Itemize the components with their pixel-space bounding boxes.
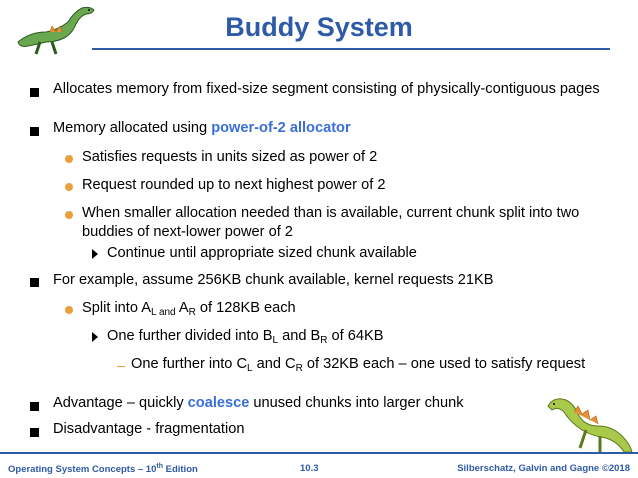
text: unused chunks into larger chunk: [249, 395, 464, 411]
text: One further into C: [131, 356, 247, 372]
text: and B: [278, 328, 321, 344]
dinosaur-logo-top: [17, 6, 95, 55]
bullet-split-a: Split into AL and AR of 128KB each: [82, 299, 602, 318]
text: A: [175, 300, 189, 316]
round-bullet-icon: [65, 211, 73, 219]
square-bullet-icon: [30, 127, 39, 136]
bullet-satisfies: Satisfies requests in units sized as pow…: [82, 149, 378, 165]
bullet-split: When smaller allocation needed than is a…: [82, 205, 580, 240]
text: of 128KB each: [195, 300, 296, 316]
text: One further divided into B: [107, 328, 273, 344]
subscript: L: [272, 335, 279, 346]
title-rule: [92, 48, 610, 50]
subscript: L: [247, 363, 253, 374]
square-bullet-icon: [30, 402, 39, 411]
bullet-rounded: Request rounded up to next highest power…: [82, 177, 386, 193]
bullet-example: For example, assume 256KB chunk availabl…: [53, 272, 494, 288]
text: and C: [252, 356, 296, 372]
text: of 64KB: [327, 328, 384, 344]
subscript: R: [295, 363, 303, 374]
text: Split into A: [82, 300, 151, 316]
square-bullet-icon: [30, 278, 39, 287]
text: of 32KB each – one used to satisfy reque…: [302, 356, 586, 372]
dash-bullet-icon: [117, 366, 125, 367]
page-number: 10.3: [300, 463, 319, 474]
bullet-memory-allocated: Memory allocated using power-of-2 alloca…: [53, 119, 613, 138]
text: Edition: [162, 464, 198, 476]
text: Advantage – quickly: [53, 395, 188, 411]
footer-rule: [0, 452, 638, 454]
text: Operating System Concepts – 10: [8, 464, 157, 476]
footer-authors: Silberschatz, Galvin and Gagne ©2018: [457, 463, 630, 474]
bullet-split-b: One further divided into BL and BR of 64…: [107, 327, 597, 346]
round-bullet-icon: [65, 306, 73, 314]
footer-book-title: Operating System Concepts – 10th Edition: [8, 463, 198, 475]
bullet-disadvantage: Disadvantage - fragmentation: [53, 421, 245, 437]
subscript: R: [188, 307, 196, 318]
highlight-coalesce: coalesce: [187, 395, 250, 411]
slide-title: Buddy System: [225, 12, 413, 42]
triangle-bullet-icon: [92, 332, 98, 342]
bullet-split-c: One further into CL and CR of 32KB each …: [131, 355, 601, 374]
bullet-text: Memory allocated using: [53, 120, 212, 136]
square-bullet-icon: [30, 428, 39, 437]
bullet-allocates: Allocates memory from fixed-size segment…: [53, 81, 600, 97]
round-bullet-icon: [65, 155, 73, 163]
triangle-bullet-icon: [92, 249, 98, 259]
dinosaur-logo-bottom: [547, 398, 633, 453]
square-bullet-icon: [30, 88, 39, 97]
highlight-power-of-2: power-of-2 allocator: [211, 120, 351, 136]
subscript: L and: [150, 307, 176, 318]
bullet-continue: Continue until appropriate sized chunk a…: [107, 245, 417, 261]
subscript: R: [320, 335, 328, 346]
bullet-advantage: Advantage – quickly coalesce unused chun…: [53, 394, 613, 413]
round-bullet-icon: [65, 183, 73, 191]
superscript: th: [156, 463, 163, 470]
